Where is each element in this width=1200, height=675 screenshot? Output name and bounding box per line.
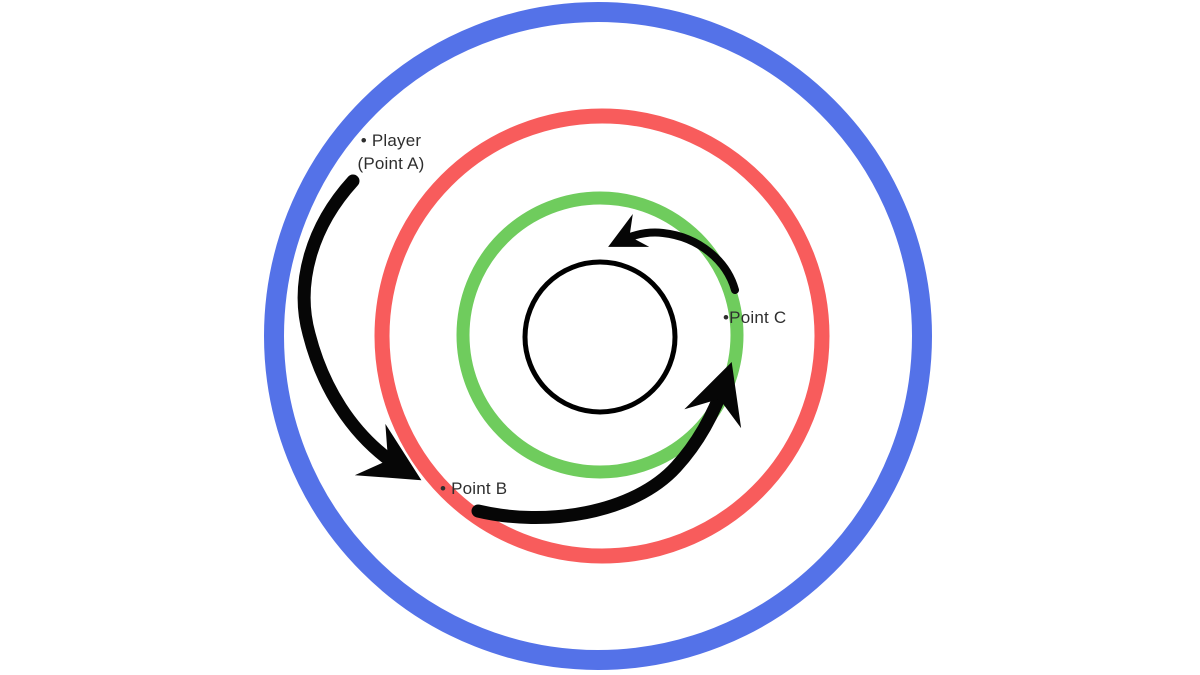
label-point-c: •Point C (723, 308, 787, 327)
label-point-b: • Point B (440, 479, 508, 498)
inner-green-ring (456, 191, 744, 479)
arrow-point-b-to-point-c (471, 361, 742, 525)
arrow-point-a-to-point-b (297, 174, 422, 481)
label-player-point-a: • Player (Point A) (330, 129, 452, 175)
middle-red-ring (374, 108, 830, 564)
outer-blue-ring (264, 2, 932, 670)
label-player-line2: (Point A) (357, 154, 425, 173)
arrow-spin-around-center (608, 214, 739, 294)
center-circle (522, 259, 678, 415)
label-player-line1: • Player (360, 131, 422, 150)
